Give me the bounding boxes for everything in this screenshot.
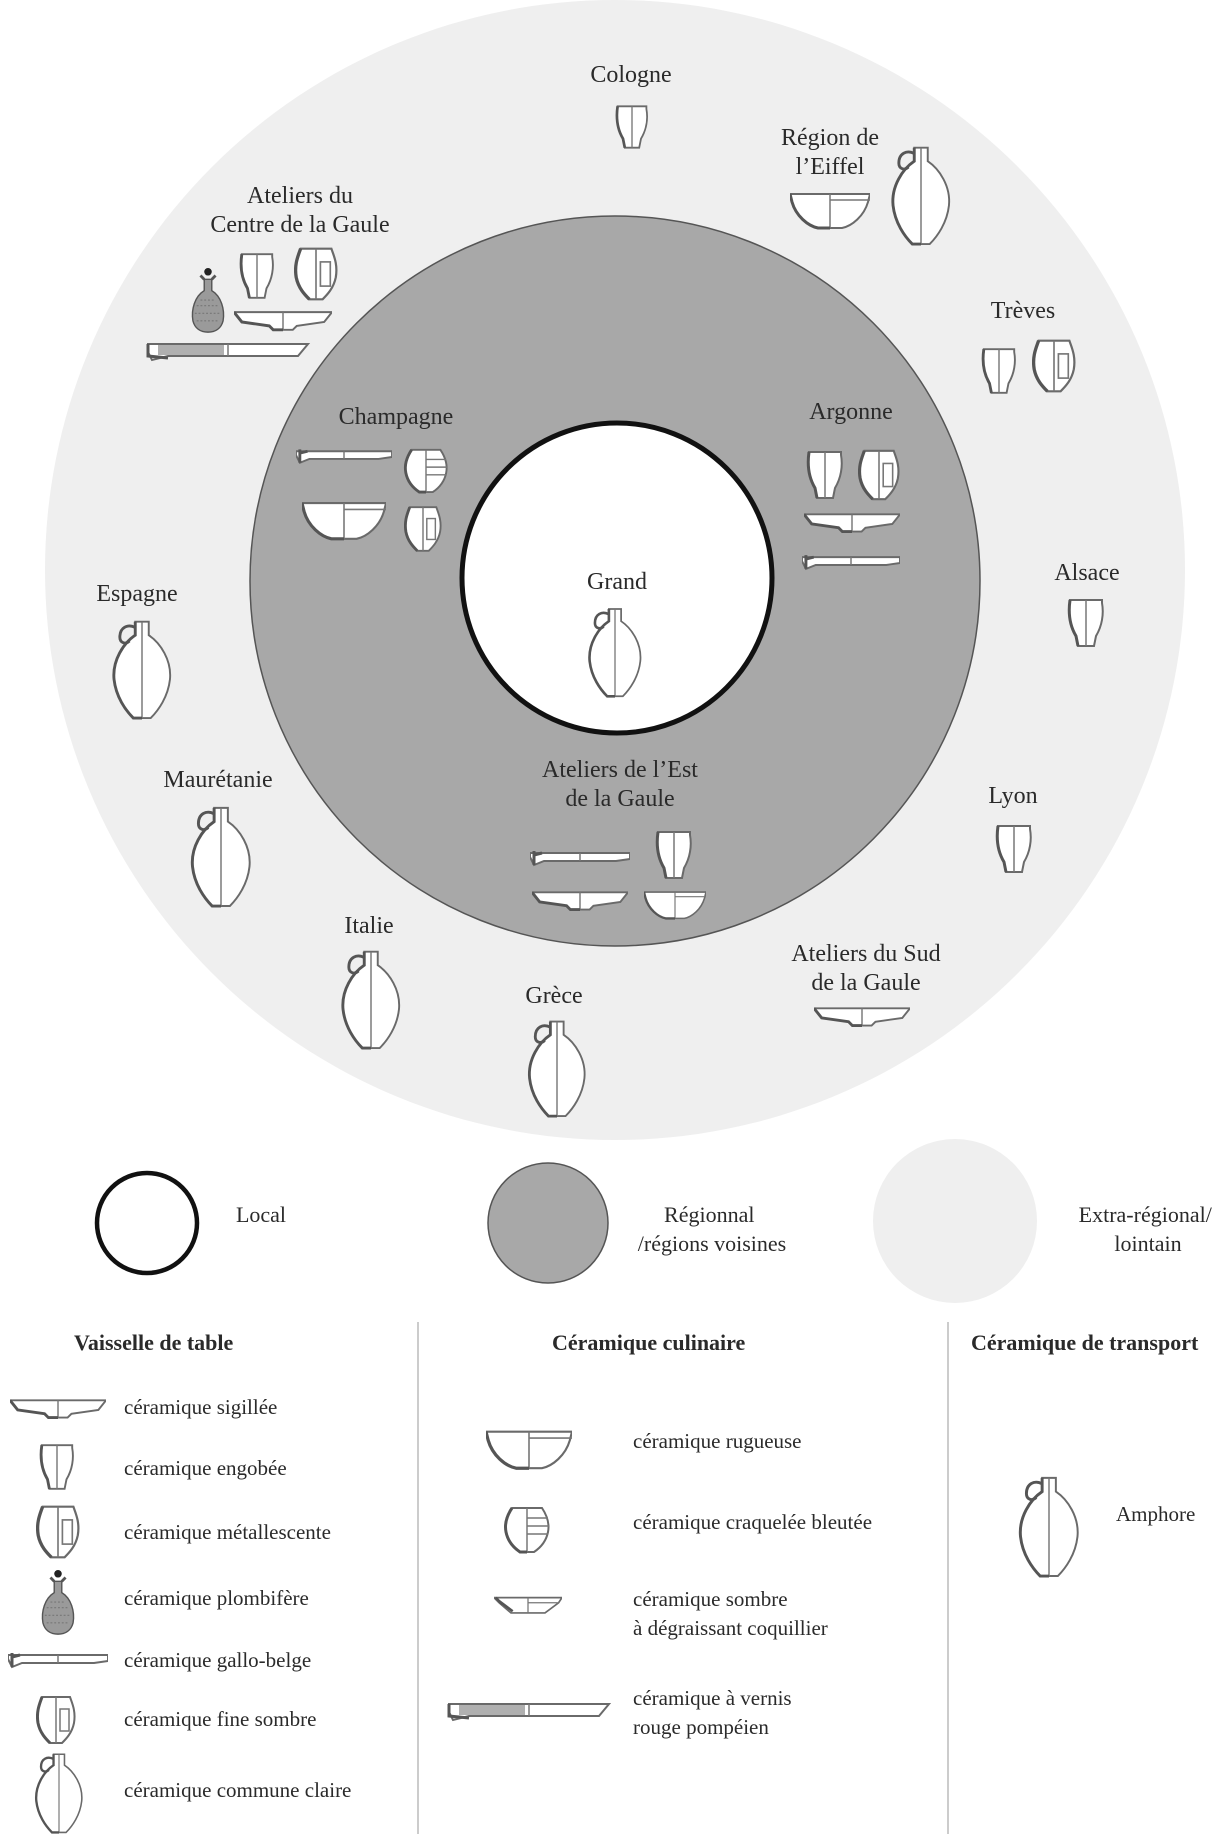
label-mauretanie: Maurétanie [163, 767, 272, 793]
label-cologne: Cologne [590, 62, 671, 88]
label-sud-gaule-line2: de la Gaule [811, 970, 920, 996]
label-lyon: Lyon [988, 783, 1037, 809]
rugueuse-bowl-icon [486, 1429, 572, 1470]
key-heading-table: Vaisselle de table [74, 1330, 234, 1355]
key-engobee: céramique engobée [124, 1456, 287, 1480]
local-zone [459, 420, 775, 736]
champagne-craquelee-icon [403, 448, 449, 494]
key-sigillee: céramique sigillée [124, 1395, 277, 1419]
sombre-dish-icon [494, 1596, 562, 1615]
label-centre-gaule: Ateliers du Centre de la Gaule [210, 183, 389, 238]
vernis-plate-icon [447, 1702, 611, 1722]
key-vernis: céramique à vernis rouge pompéien [633, 1686, 797, 1739]
label-italie: Italie [344, 913, 393, 939]
label-est-gaule: Ateliers de l’Est de la Gaule [542, 757, 698, 812]
legend-regional-swatch [487, 1162, 609, 1284]
key-sombre-line2: à dégraissant coquillier [633, 1616, 828, 1640]
champagne-fine-sombre-icon [404, 505, 442, 553]
legend-regional-line1: Régionnal [664, 1202, 754, 1227]
treves-metallescente-icon [1032, 339, 1076, 393]
gallo-belge-plate-icon [8, 1651, 108, 1669]
label-sud-gaule: Ateliers du Sud de la Gaule [791, 941, 940, 996]
key-heading-culinaire: Céramique culinaire [552, 1330, 746, 1355]
legend-regional-line2: /régions voisines [638, 1231, 787, 1256]
label-grand: Grand [587, 569, 647, 595]
amphora-icon [1018, 1476, 1080, 1578]
label-espagne: Espagne [96, 581, 177, 607]
engobee-beaker-icon [39, 1443, 75, 1491]
label-est-gaule-line2: de la Gaule [565, 786, 674, 812]
legend-extra-line1: Extra-régional/ [1079, 1202, 1213, 1227]
label-eiffel-line1: Région de [781, 125, 879, 151]
legend-extra-label: Extra-régional/ lointain [1079, 1202, 1218, 1256]
label-eiffel: Région de l’Eiffel [781, 125, 879, 180]
label-eiffel-line2: l’Eiffel [796, 154, 865, 180]
key-vernis-line2: rouge pompéien [633, 1715, 769, 1739]
fine-sombre-beaker-icon [36, 1695, 76, 1745]
key-heading-transport: Céramique de transport [971, 1330, 1199, 1355]
key-vernis-line1: céramique à vernis [633, 1686, 792, 1710]
label-centre-gaule-line2: Centre de la Gaule [210, 212, 389, 238]
key-plombifere: céramique plombifère [124, 1586, 309, 1610]
label-alsace: Alsace [1054, 560, 1119, 586]
metallescente-beaker-icon [36, 1505, 80, 1559]
legend-regional-label: Régionnal /régions voisines [638, 1202, 787, 1256]
label-argonne: Argonne [809, 399, 893, 425]
key-metallescente: céramique métallescente [124, 1520, 331, 1544]
legend-extra-swatch [873, 1139, 1037, 1303]
label-grece: Grèce [525, 983, 582, 1009]
label-sud-gaule-line1: Ateliers du Sud [791, 941, 940, 967]
legend-local-label: Local [236, 1202, 286, 1227]
label-champagne: Champagne [339, 404, 454, 430]
label-est-gaule-line1: Ateliers de l’Est [542, 757, 698, 783]
centre-metallescente-icon [294, 247, 338, 301]
label-treves: Trèves [991, 298, 1055, 324]
argonne-metallescente-icon [858, 449, 900, 501]
key-amphore: Amphore [1116, 1502, 1195, 1526]
key-fine-sombre: céramique fine sombre [124, 1707, 316, 1731]
sigillee-plate-icon [10, 1398, 106, 1420]
legend-local-swatch [94, 1170, 200, 1276]
craquelee-pot-icon [503, 1506, 551, 1554]
key-sombre: céramique sombre à dégraissant coquillie… [633, 1587, 828, 1640]
key-commune-claire: céramique commune claire [124, 1778, 351, 1802]
key-gallo-belge: céramique gallo-belge [124, 1648, 311, 1672]
key-sombre-line1: céramique sombre [633, 1587, 788, 1611]
key-craquelee: céramique craquelée bleutée [633, 1510, 872, 1534]
plombifere-flask-icon [40, 1570, 76, 1636]
legend-extra-line2: lointain [1114, 1231, 1181, 1256]
key-rugueuse: céramique rugueuse [633, 1429, 802, 1453]
commune-claire-jug-icon [34, 1752, 84, 1834]
label-centre-gaule-line1: Ateliers du [247, 183, 353, 209]
